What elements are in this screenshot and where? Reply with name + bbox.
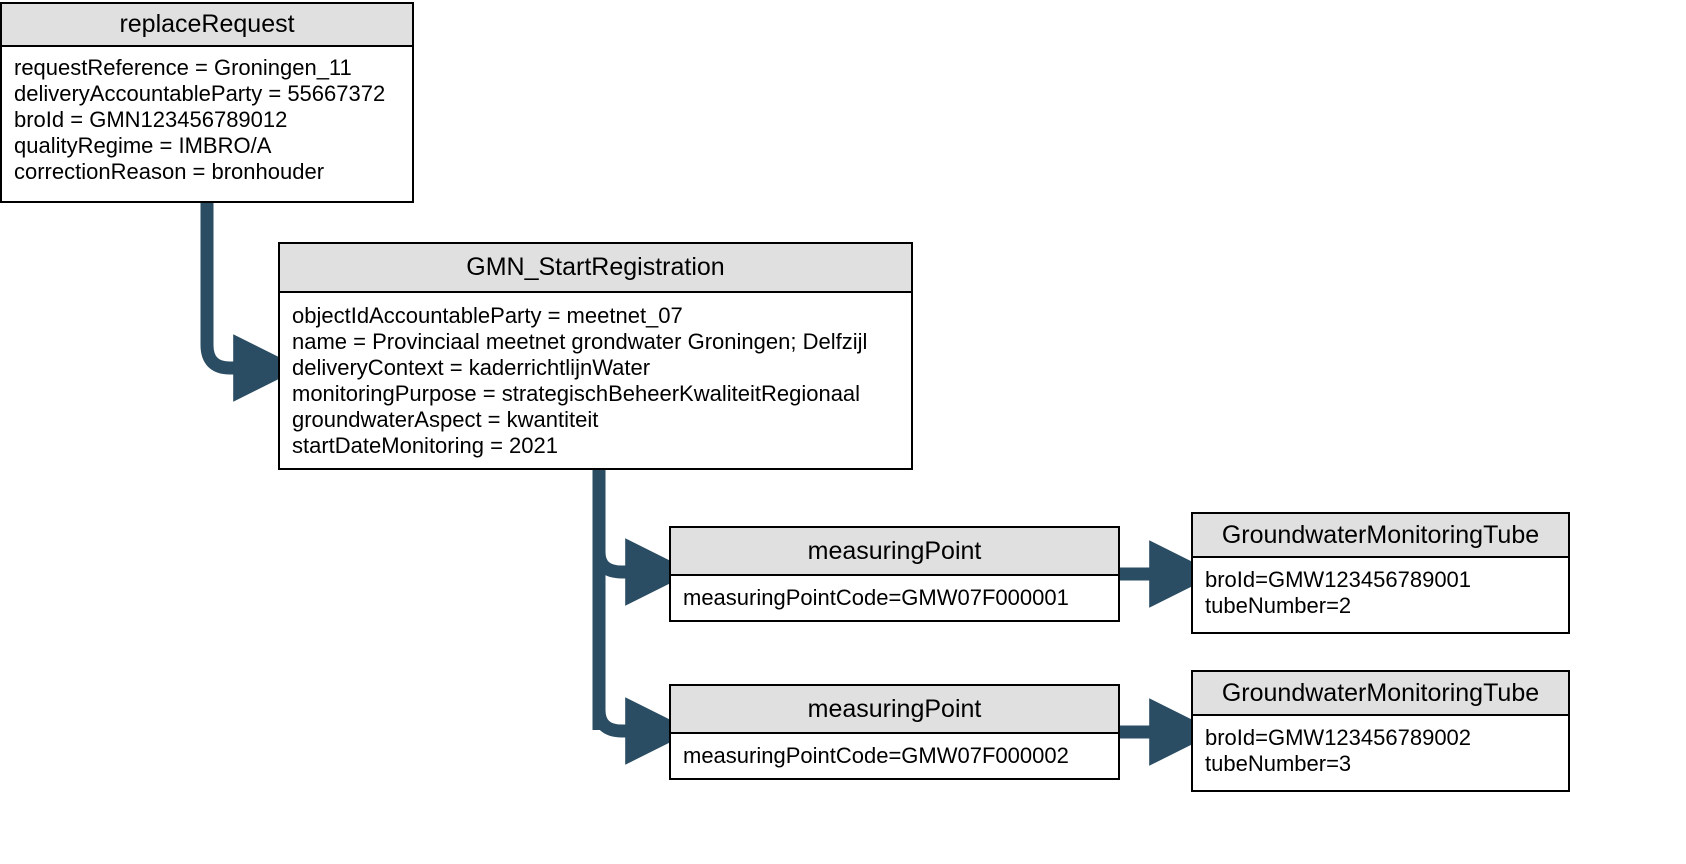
node-gmn-start-registration[interactable]: GMN_StartRegistration objectIdAccountabl…	[278, 242, 913, 470]
node-measuring-point-1-body: measuringPointCode=GMW07F000001	[671, 576, 1118, 619]
node-groundwater-monitoring-tube-1-body: broId=GMW123456789001 tubeNumber=2	[1193, 558, 1568, 627]
attribute-row: broId=GMW123456789001	[1205, 567, 1472, 592]
node-gmn-start-registration-title: GMN_StartRegistration	[280, 244, 911, 293]
attribute-row: tubeNumber=3	[1205, 751, 1352, 776]
attribute-row: objectIdAccountableParty = meetnet_07	[292, 303, 683, 328]
node-measuring-point-1-title: measuringPoint	[671, 528, 1118, 576]
edge-gmn-to-measuringpoint-2	[592, 697, 693, 765]
attribute-row: deliveryAccountableParty = 55667372	[14, 81, 386, 106]
attribute-row: deliveryContext = kaderrichtlijnWater	[292, 355, 651, 380]
node-measuring-point-1[interactable]: measuringPoint measuringPointCode=GMW07F…	[669, 526, 1120, 622]
node-measuring-point-2[interactable]: measuringPoint measuringPointCode=GMW07F…	[669, 684, 1120, 780]
node-measuring-point-2-title: measuringPoint	[671, 686, 1118, 734]
node-replace-request-body: requestReference = Groningen_11 delivery…	[2, 47, 412, 193]
attribute-row: tubeNumber=2	[1205, 593, 1352, 618]
attribute-row: name = Provinciaal meetnet grondwater Gr…	[292, 329, 868, 354]
edge-gmn-to-measuringpoint-1	[592, 538, 693, 606]
node-replace-request-title: replaceRequest	[2, 4, 412, 47]
node-gmn-start-registration-body: objectIdAccountableParty = meetnet_07 na…	[280, 293, 911, 467]
node-groundwater-monitoring-tube-2-title: GroundwaterMonitoringTube	[1193, 672, 1568, 716]
attribute-row: measuringPointCode=GMW07F000001	[683, 585, 1069, 610]
node-groundwater-monitoring-tube-2-body: broId=GMW123456789002 tubeNumber=3	[1193, 716, 1568, 785]
attribute-row: broId=GMW123456789002	[1205, 725, 1472, 750]
node-groundwater-monitoring-tube-1-title: GroundwaterMonitoringTube	[1193, 514, 1568, 558]
attribute-row: groundwaterAspect = kwantiteit	[292, 407, 599, 432]
node-replace-request[interactable]: replaceRequest requestReference = Gronin…	[0, 2, 414, 203]
attribute-row: qualityRegime = IMBRO/A	[14, 133, 272, 158]
attribute-row: monitoringPurpose = strategischBeheerKwa…	[292, 381, 861, 406]
attribute-row: startDateMonitoring = 2021	[292, 433, 558, 458]
node-groundwater-monitoring-tube-2[interactable]: GroundwaterMonitoringTube broId=GMW12345…	[1191, 670, 1570, 792]
node-measuring-point-2-body: measuringPointCode=GMW07F000002	[671, 734, 1118, 777]
attribute-row: requestReference = Groningen_11	[14, 55, 352, 80]
attribute-row: correctionReason = bronhouder	[14, 159, 325, 184]
attribute-row: broId = GMN123456789012	[14, 107, 288, 132]
edge-replacerequest-to-gmn	[200, 203, 301, 402]
node-groundwater-monitoring-tube-1[interactable]: GroundwaterMonitoringTube broId=GMW12345…	[1191, 512, 1570, 634]
attribute-row: measuringPointCode=GMW07F000002	[683, 743, 1069, 768]
